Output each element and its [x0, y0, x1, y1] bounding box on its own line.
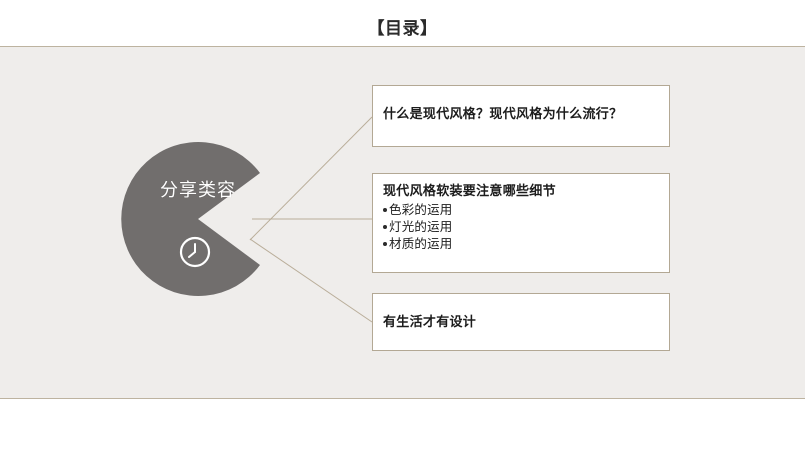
list-item-label: 色彩的运用: [389, 202, 453, 217]
connector-line-3: [249, 238, 373, 323]
clock-icon: [179, 236, 211, 268]
node-box-3-content: 有生活才有设计: [383, 314, 661, 332]
hub-shape[interactable]: [121, 142, 260, 296]
node-box-3-heading: 有生活才有设计: [383, 315, 477, 330]
page-title: 【目录】: [367, 19, 438, 39]
list-item-label: 材质的运用: [389, 236, 453, 251]
diagram-canvas: [121, 116, 373, 323]
node-box-1-content: 什么是现代风格？现代风格为什么流行？: [383, 106, 661, 124]
node-box-2[interactable]: 现代风格软装要注意哪些细节 色彩的运用 灯光的运用 材质的运用: [372, 173, 670, 273]
hub-label: 分享类容: [160, 180, 236, 201]
list-item-label: 灯光的运用: [389, 219, 453, 234]
node-box-1-heading: 什么是现代风格？现代风格为什么流行？: [383, 107, 623, 122]
content-panel: 分享类容 什么是现代风格？现代风格为什么流行？ 现代风格软装要注意哪些细节 色彩…: [0, 46, 805, 399]
connector-line-1: [249, 116, 373, 241]
node-box-3[interactable]: 有生活才有设计: [372, 293, 670, 351]
bullet-dot-icon: [383, 241, 387, 246]
list-item: 材质的运用: [383, 235, 661, 252]
node-box-2-content: 现代风格软装要注意哪些细节 色彩的运用 灯光的运用 材质的运用: [383, 183, 661, 252]
list-item: 灯光的运用: [383, 218, 661, 235]
node-box-1[interactable]: 什么是现代风格？现代风格为什么流行？: [372, 85, 670, 147]
node-box-2-heading: 现代风格软装要注意哪些细节: [383, 184, 556, 199]
bullet-dot-icon: [383, 207, 387, 212]
node-box-2-bullet-list: 色彩的运用 灯光的运用 材质的运用: [383, 201, 661, 252]
list-item: 色彩的运用: [383, 201, 661, 218]
bullet-dot-icon: [383, 224, 387, 229]
